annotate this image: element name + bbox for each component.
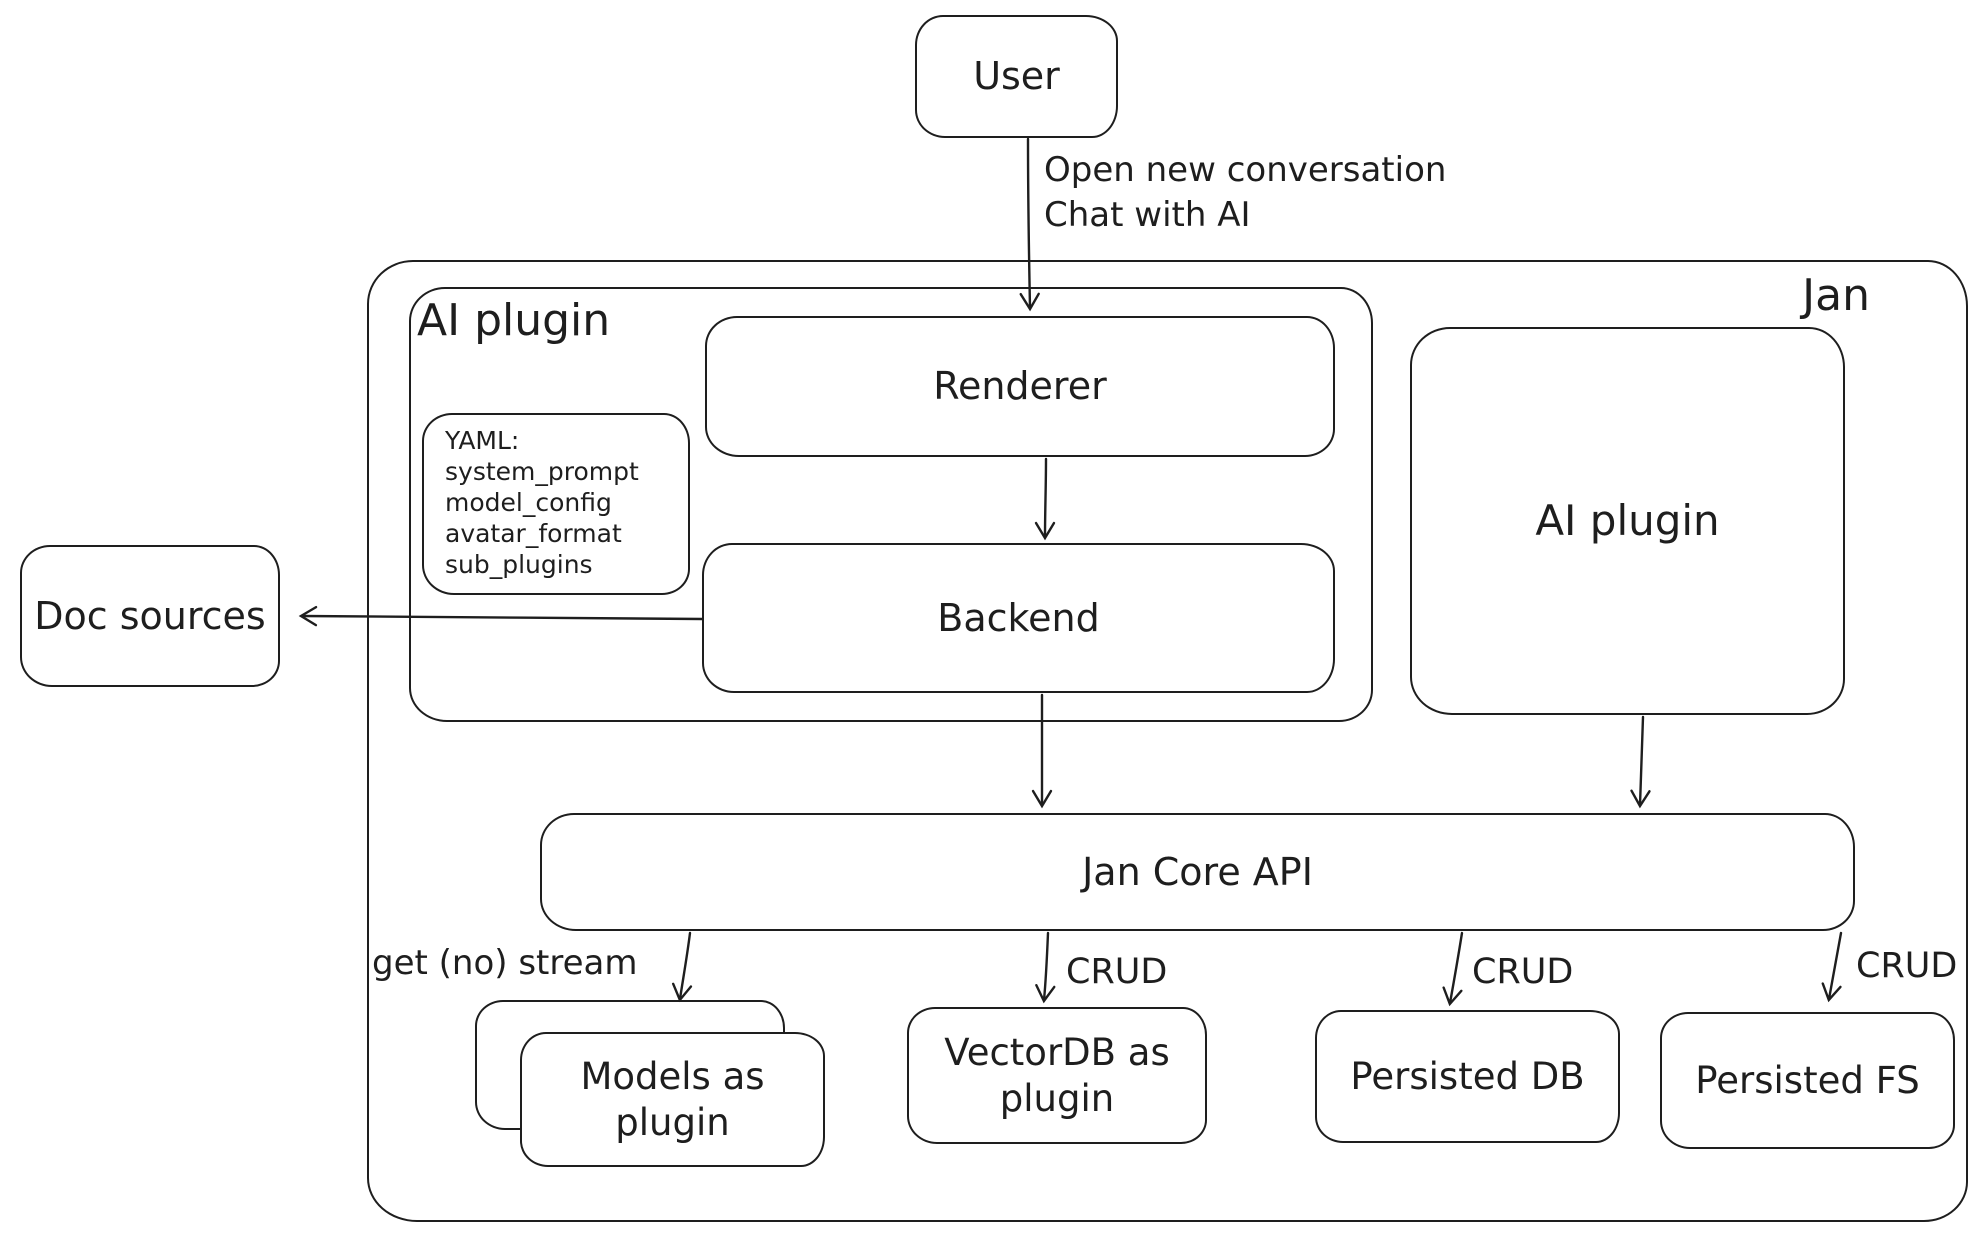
vectordb-plugin-node: VectorDB as plugin bbox=[907, 1007, 1207, 1144]
models-plugin-node-label: Models as plugin bbox=[580, 1055, 765, 1144]
persisted-db-node-label: Persisted DB bbox=[1350, 1054, 1585, 1098]
doc-sources-node-label: Doc sources bbox=[34, 593, 266, 638]
yaml-note-line: model_config bbox=[445, 488, 612, 517]
persisted-fs-node-label: Persisted FS bbox=[1695, 1058, 1920, 1102]
edge-label-crud-persisted-fs: CRUD bbox=[1856, 946, 1958, 986]
ai-plugin-node: AI plugin bbox=[1410, 327, 1845, 715]
jan-core-api-node: Jan Core API bbox=[540, 813, 1855, 931]
yaml-note-title: YAML: bbox=[445, 426, 520, 455]
jan-container-label: Jan bbox=[1802, 270, 1870, 321]
backend-node: Backend bbox=[702, 543, 1335, 693]
edge-label-user-action-line2: Chat with AI bbox=[1044, 195, 1251, 235]
user-node-label: User bbox=[973, 54, 1060, 99]
persisted-fs-node: Persisted FS bbox=[1660, 1012, 1955, 1149]
edge-label-get-no-stream: get (no) stream bbox=[372, 943, 638, 983]
renderer-node-label: Renderer bbox=[933, 364, 1107, 409]
vectordb-plugin-node-label: VectorDB as plugin bbox=[944, 1031, 1170, 1120]
user-node: User bbox=[915, 15, 1118, 138]
renderer-node: Renderer bbox=[705, 316, 1335, 457]
edge-label-crud-vectordb: CRUD bbox=[1066, 952, 1168, 992]
models-plugin-node: Models as plugin bbox=[520, 1032, 825, 1167]
yaml-note-line: sub_plugins bbox=[445, 550, 593, 579]
yaml-note-line: avatar_format bbox=[445, 519, 622, 548]
persisted-db-node: Persisted DB bbox=[1315, 1010, 1620, 1143]
jan-core-api-node-label: Jan Core API bbox=[1082, 849, 1313, 894]
ai-plugin-node-label: AI plugin bbox=[1535, 496, 1720, 546]
edge-label-user-action: Open new conversation Chat with AI bbox=[1044, 148, 1446, 238]
backend-node-label: Backend bbox=[937, 595, 1100, 640]
edge-label-user-action-line1: Open new conversation bbox=[1044, 150, 1447, 190]
doc-sources-node: Doc sources bbox=[20, 545, 280, 687]
yaml-note: YAML: system_prompt model_config avatar_… bbox=[422, 413, 690, 595]
edge-label-crud-persisted-db: CRUD bbox=[1472, 952, 1574, 992]
yaml-note-line: system_prompt bbox=[445, 457, 639, 486]
ai-plugin-container-label: AI plugin bbox=[417, 295, 611, 346]
